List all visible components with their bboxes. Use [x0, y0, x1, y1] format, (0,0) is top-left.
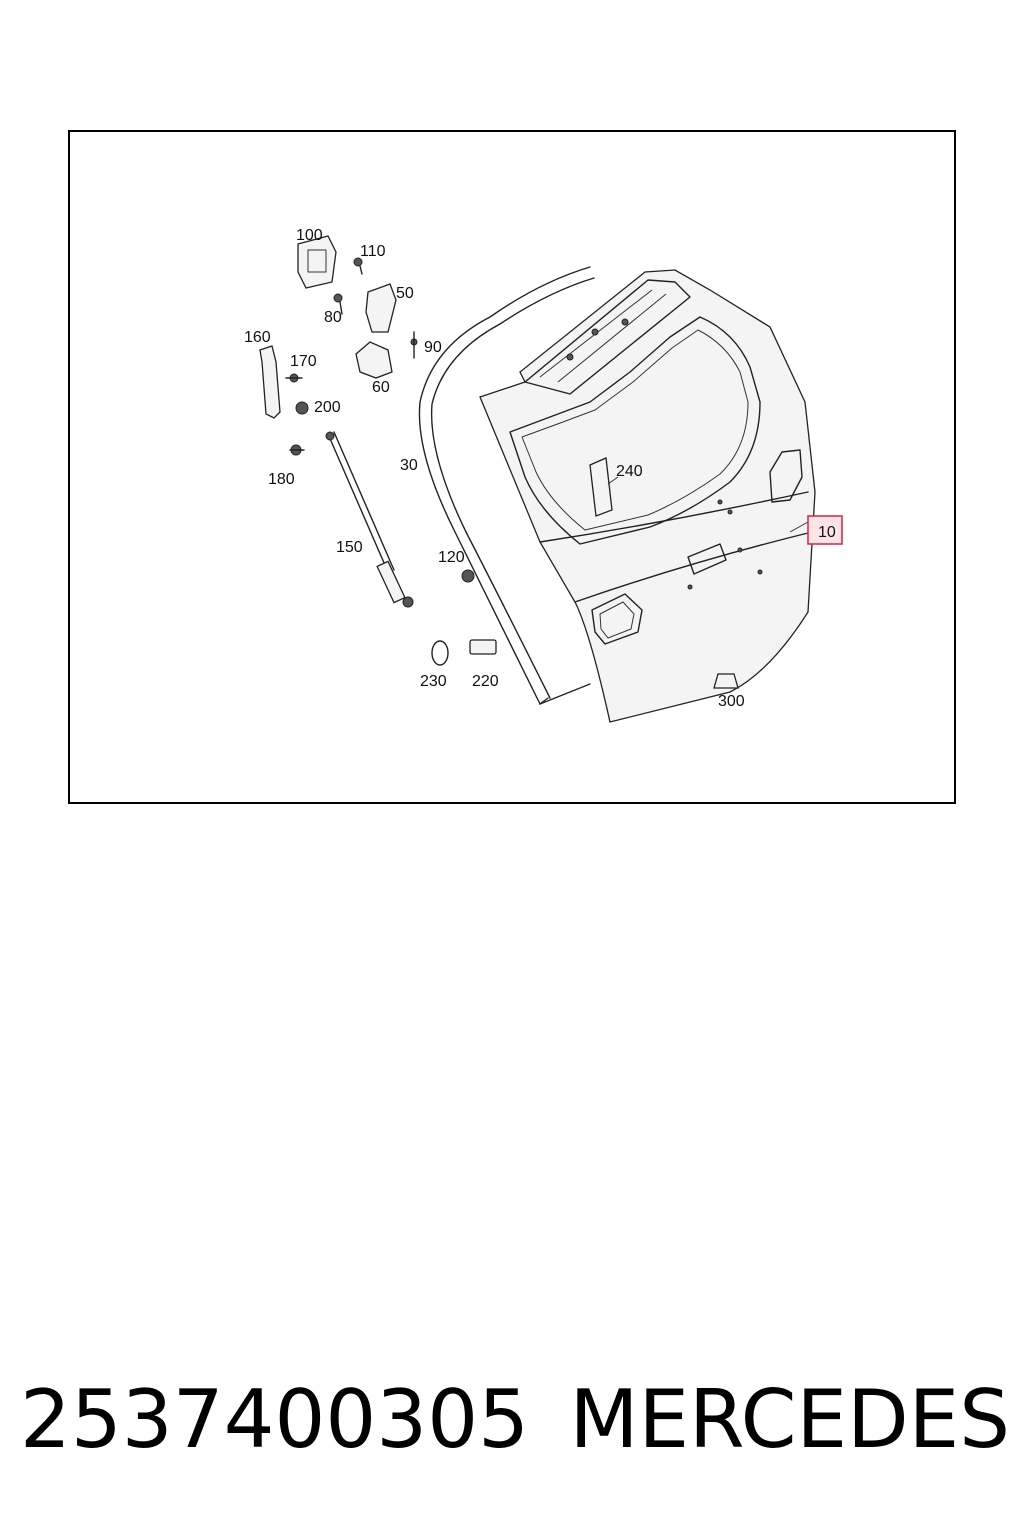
highlight-box-10 [807, 515, 843, 545]
label-90: 90 [424, 339, 442, 356]
label-30: 30 [400, 457, 418, 474]
label-240: 240 [616, 463, 643, 480]
pad-240-drawing [589, 457, 613, 517]
label-50: 50 [396, 285, 414, 302]
label-150: 150 [336, 539, 363, 556]
small-fasteners-drawing [259, 345, 739, 689]
label-200: 200 [314, 399, 341, 416]
hinge-assembly-drawing [297, 235, 418, 379]
label-120: 120 [438, 549, 465, 566]
part-number: 2537400305 [20, 1373, 529, 1466]
label-300: 300 [718, 693, 745, 710]
label-80: 80 [324, 309, 342, 326]
parts-diagram-frame: 100 110 50 80 90 60 160 170 200 180 30 1… [68, 130, 956, 804]
label-100: 100 [296, 227, 323, 244]
label-220: 220 [472, 673, 499, 690]
caption: 2537400305 MERCEDES [20, 1370, 1010, 1470]
tailgate-seal-drawing [418, 266, 595, 705]
leader-lines [607, 476, 809, 533]
label-60: 60 [372, 379, 390, 396]
brand-name: MERCEDES [569, 1373, 1010, 1466]
label-170: 170 [290, 353, 317, 370]
label-160: 160 [244, 329, 271, 346]
label-230: 230 [420, 673, 447, 690]
tailgate-body-drawing [479, 269, 816, 723]
label-10: 10 [818, 524, 836, 541]
tailgate-exploded-diagram: 100 110 50 80 90 60 160 170 200 180 30 1… [244, 227, 843, 723]
gas-strut-drawing [325, 431, 414, 608]
label-180: 180 [268, 471, 295, 488]
label-110: 110 [360, 243, 386, 260]
part-labels: 100 110 50 80 90 60 160 170 200 180 30 1… [244, 227, 843, 710]
